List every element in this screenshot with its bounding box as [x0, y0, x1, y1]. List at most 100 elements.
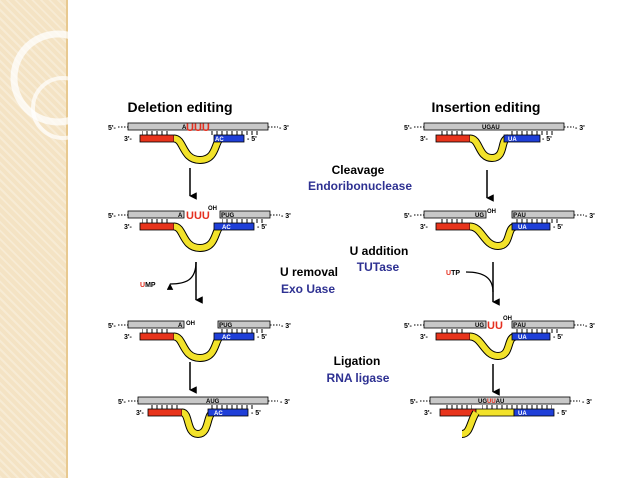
mrna-strand-left: [423, 210, 487, 219]
guide-blue-segment: [511, 332, 551, 341]
base-pair-ticks: [438, 329, 466, 333]
five-prime-label: 5'-: [108, 213, 117, 220]
mrna-base-label: ℙAU: [513, 322, 526, 329]
three-prime-end-label: - 3': [279, 125, 289, 132]
three-prime-end-label: - 3': [281, 213, 291, 220]
five-prime-end-label: - 5': [553, 224, 563, 231]
insertion-stage-4: 5'- UGUUAU - 3' 3'- UA - 5': [410, 396, 592, 438]
three-prime-label: 3'-: [420, 224, 429, 231]
guide-rna-loop: [469, 333, 517, 360]
mrna-strand-left: [127, 320, 185, 329]
deletion-stage-3: 5'- A OH ℙUG - 3' 3'- AC - 5': [108, 320, 291, 363]
base-pair-ticks: [150, 405, 178, 409]
guide-base-label: AC: [222, 335, 231, 341]
guide-base-label: AC: [215, 137, 224, 143]
base-pair-ticks: [220, 329, 264, 333]
sidebar-edge-line: [66, 0, 68, 478]
mrna-base-label: ℙUG: [219, 322, 233, 329]
decor-ring-small: [31, 76, 95, 140]
mrna-base-label: UG: [475, 323, 484, 329]
mrna-base-label: ℙUG: [221, 212, 235, 219]
guide-red-segment: [435, 332, 471, 341]
guide-base-label: UA: [518, 411, 527, 417]
ump-label: UMP: [140, 282, 156, 289]
decorative-circles: [10, 30, 106, 140]
mrna-strand-left: [423, 320, 487, 329]
guide-red-segment: [139, 134, 175, 143]
guide-rna-loop: [469, 135, 509, 162]
mrna-base-label: UG: [475, 213, 484, 219]
three-prime-label: 3'-: [124, 136, 133, 143]
five-prime-end-label: - 5': [257, 334, 267, 341]
guide-red-segment: [435, 222, 471, 231]
guide-blue-segment: [213, 134, 245, 143]
deletion-editing-header: Deletion editing: [128, 99, 233, 115]
guide-blue-segment: [207, 408, 249, 417]
tutase-label: TUTase: [357, 260, 400, 274]
mrna-base-label: A: [182, 125, 187, 131]
hydroxyl-label: OH: [503, 316, 512, 322]
five-prime-end-label: - 5': [553, 334, 563, 341]
three-prime-end-label: - 3': [585, 213, 595, 220]
base-pair-ticks: [444, 405, 472, 409]
base-pair-ticks: [510, 131, 554, 135]
guide-rna-loop: [461, 410, 479, 437]
insertion-stage-3: 5'- UG UU OH ℙAU - 3' 3'- UA - 5': [404, 316, 595, 361]
guide-base-label: AC: [222, 225, 231, 231]
decor-ring-large: [10, 30, 106, 126]
three-prime-end-label: - 3': [585, 323, 595, 330]
guide-base-label: UA: [518, 225, 527, 231]
endoribonuclease-label: Endoribonuclease: [308, 179, 412, 193]
three-prime-end-label: - 3': [575, 125, 585, 132]
u-addition-label: U addition: [350, 244, 409, 258]
rna-ligase-label: RNA ligase: [327, 371, 390, 385]
base-pair-ticks: [142, 131, 170, 135]
mrna-base-label: ℙAU: [513, 212, 526, 219]
uridines-label: UUU: [186, 122, 210, 134]
deletion-stage-1: 5'- - 3' A UUU 3'- AC - 5': [108, 122, 289, 165]
mrna-strand-left: [127, 210, 185, 219]
hydroxyl-label: OH: [208, 206, 217, 212]
guide-blue-segment: [511, 222, 551, 231]
five-prime-end-label: - 5': [557, 410, 567, 417]
edited-sequence-label: UGUUAU: [478, 399, 504, 405]
guide-red-segment: [139, 332, 175, 341]
three-prime-label: 3'-: [124, 334, 133, 341]
five-prime-label: 5'-: [108, 125, 117, 132]
five-prime-label: 5'-: [404, 323, 413, 330]
base-pair-ticks: [514, 329, 558, 333]
three-prime-label: 3'-: [420, 136, 429, 143]
base-pair-ticks: [438, 131, 466, 135]
insertion-stage-2: 5'- UG OH ℙAU - 3' 3'- UA - 5': [404, 209, 595, 251]
three-prime-label: 3'-: [136, 410, 145, 417]
five-prime-label: 5'-: [404, 213, 413, 220]
insertion-editing-header: Insertion editing: [432, 99, 541, 115]
five-prime-end-label: - 5': [247, 136, 257, 143]
guide-blue-segment: [213, 222, 255, 231]
base-pair-ticks: [142, 219, 170, 223]
hydroxyl-label: OH: [487, 209, 496, 215]
hydroxyl-label: OH: [186, 321, 195, 327]
mrna-base-label: A: [178, 323, 183, 329]
ligation-label: Ligation: [334, 354, 381, 368]
curved-arrow-icon: [465, 271, 494, 293]
three-prime-end-label: - 3': [281, 323, 291, 330]
guide-red-segment: [435, 134, 471, 143]
five-prime-end-label: - 5': [257, 224, 267, 231]
curved-arrow-icon: [166, 261, 197, 290]
guide-base-label: UA: [518, 335, 527, 341]
deletion-stage-4: 5'- AUG - 3' 3'- AC - 5': [118, 396, 290, 439]
exo-uase-label: Exo Uase: [281, 282, 335, 296]
guide-rna-loop: [180, 409, 216, 438]
three-prime-label: 3'-: [424, 410, 433, 417]
guide-blue-segment: [513, 408, 555, 417]
guide-rna-loop: [173, 223, 224, 252]
base-pair-ticks: [210, 405, 254, 409]
base-pair-ticks: [210, 131, 260, 135]
uridines-label: UUU: [186, 210, 210, 222]
cleavage-label: Cleavage: [332, 163, 385, 177]
guide-blue-segment: [213, 332, 255, 341]
u-removal-label: U removal: [280, 265, 338, 279]
insertion-stage-1: 5'- UGAU - 3' 3'- UA - 5': [404, 122, 585, 163]
